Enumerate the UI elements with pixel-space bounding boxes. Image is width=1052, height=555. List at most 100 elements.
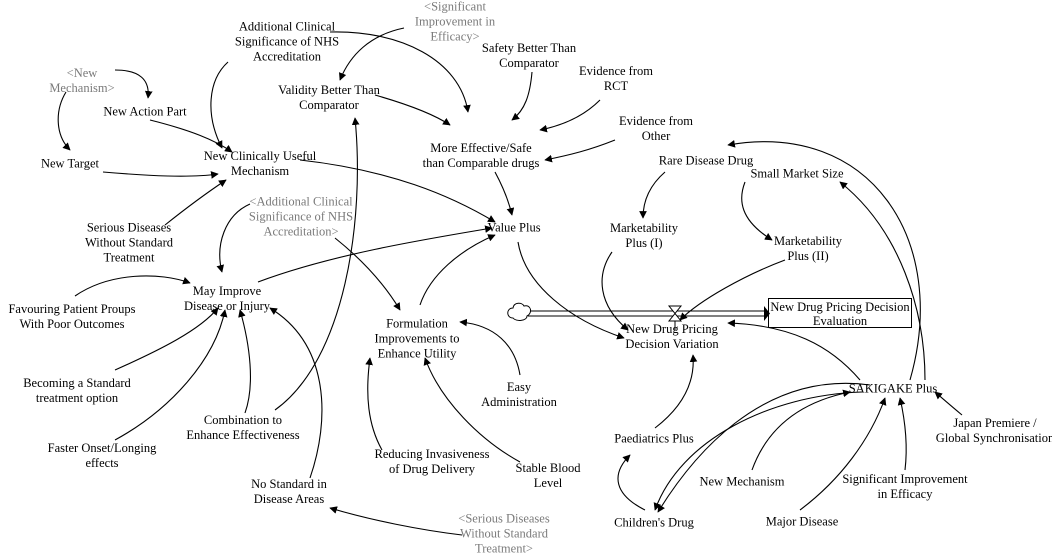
node-line: Enhance Utility [377, 346, 457, 361]
link-combination-to-validity [274, 117, 360, 411]
link-moreeffective-to-valueplus [494, 171, 515, 216]
node-no-standard-disease-areas: No Standard in Disease Areas [251, 477, 327, 507]
node-line: <Significant [424, 0, 486, 14]
link-sigimp-to-sakigake [897, 397, 907, 471]
node-validity-better: Validity Better Than Comparator [278, 83, 380, 113]
node-line: Evidence from [619, 114, 693, 128]
node-line: New Drug Pricing [626, 322, 718, 336]
node-additional-clinical-significance-shadow: <Additional Clinical Significance of NHS… [249, 195, 353, 240]
link-addclinshadow-to-mayimprove [216, 203, 251, 273]
node-line: Plus (II) [787, 249, 829, 263]
flow-pipe [507, 302, 770, 330]
cloud-icon [507, 302, 532, 321]
node-may-improve-disease: May Improve Disease or Injury [184, 284, 270, 314]
node-line: Validity Better Than [278, 83, 380, 97]
link-small-to-marketability2 [741, 181, 773, 241]
node-line: More Effective/Safe [430, 141, 532, 155]
node-line: Additional Clinical [238, 19, 336, 34]
link-newmech-to-sakigake [751, 389, 851, 471]
link-reducing-to-formulation [365, 357, 383, 451]
link-addclinshadow-to-formulation [334, 237, 401, 311]
node-line: New Clinically Useful [203, 149, 317, 163]
link-sakigake-to-small [839, 181, 926, 381]
node-line: Improvement in [414, 14, 496, 29]
node-line: Formulation [386, 316, 448, 331]
node-line: Becoming a Standard [23, 376, 131, 390]
node-line: Safety Better Than [481, 41, 577, 55]
link-sakigake-to-childrens [653, 391, 863, 511]
node-additional-clinical-significance: Additional Clinical Significance of NHS … [235, 20, 339, 65]
stock-new-drug-pricing-evaluation: New Drug Pricing Decision Evaluation [768, 298, 912, 328]
node-line: Marketability [609, 221, 679, 235]
node-paediatrics-plus: Paediatrics Plus [614, 432, 694, 447]
node-line: Marketability [773, 234, 843, 248]
link-major-to-sakigake [799, 397, 887, 511]
node-line: New Target [40, 156, 100, 171]
node-serious-diseases-shadow: <Serious Diseases Without Standard Treat… [458, 512, 549, 555]
node-major-disease: Major Disease [766, 515, 839, 530]
node-more-effective-safe: More Effective/Safe than Comparable drug… [423, 141, 540, 171]
node-line: in Efficacy [877, 487, 933, 501]
link-marketability1-to-variation [601, 251, 629, 331]
node-line: Mechanism [230, 164, 290, 178]
link-sigimpshadow-to-validity [339, 27, 405, 81]
link-addclin-to-clinuseful [210, 61, 229, 149]
link-easy-to-formulation [459, 318, 521, 376]
node-line: May Improve [192, 284, 262, 298]
link-seriousshadow-to-nostandard [329, 506, 463, 536]
node-line: Faster Onset/Longing [47, 441, 157, 455]
node-line: Administration [481, 395, 557, 409]
node-reducing-invasiveness: Reducing Invasiveness of Drug Delivery [375, 447, 490, 477]
node-line: <Additional Clinical [249, 194, 353, 209]
node-line: Paediatrics Plus [614, 431, 694, 446]
node-line: Major Disease [765, 514, 839, 529]
node-line: New Action Part [103, 104, 187, 119]
link-stable-to-formulation [423, 357, 521, 463]
node-line: Serious Diseases [86, 220, 172, 235]
link-safety-to-moreeffective [511, 71, 533, 121]
link-addclin-to-moreeffective [329, 31, 471, 113]
node-line: Other [641, 129, 671, 143]
node-line: Favouring Patient Proups [8, 302, 136, 316]
node-line: Plus (I) [625, 236, 663, 250]
node-line: Small Market Size [750, 166, 844, 181]
link-rare-to-marketability1 [639, 171, 666, 219]
node-line: RCT [603, 79, 629, 93]
node-line: Disease Areas [253, 492, 325, 506]
link-valueplus-to-variation [517, 241, 625, 340]
link-rct-to-moreeffective [539, 99, 601, 133]
node-line: Stable Blood [515, 461, 581, 475]
node-line: than Comparable drugs [422, 156, 540, 170]
link-validity-to-moreeffective [374, 94, 451, 126]
link-becoming-to-mayimprove [114, 307, 219, 371]
node-new-clinically-useful-mechanism: New Clinically Useful Mechanism [204, 149, 316, 179]
node-line: Reducing Invasiveness [374, 447, 490, 461]
node-line: Without Standard [84, 235, 174, 250]
node-line: of Drug Delivery [388, 462, 476, 476]
link-faster-to-mayimprove [114, 309, 228, 441]
node-line: Significance of NHS [248, 209, 354, 224]
node-evidence-rct: Evidence from RCT [579, 64, 653, 94]
node-line: Enhance Effectiveness [186, 428, 300, 442]
node-favouring-patient-groups: Favouring Patient Proups With Poor Outco… [8, 302, 135, 332]
node-sakigake-plus: SAKIGAKE Plus [849, 382, 938, 397]
link-newtarget-to-clinuseful [102, 171, 219, 179]
node-evidence-other: Evidence from Other [619, 114, 693, 144]
link-newmech-to-newaction [114, 69, 153, 99]
node-line: Level [533, 476, 563, 490]
link-other-to-moreeffective [544, 139, 616, 163]
node-line: Accreditation [252, 49, 322, 64]
node-value-plus: Value Plus [487, 221, 540, 236]
link-favouring-to-mayimprove [74, 275, 191, 297]
node-faster-onset: Faster Onset/Longing effects [48, 441, 157, 471]
link-marketability2-to-variation [679, 259, 786, 321]
node-line: Comparator [499, 56, 559, 70]
node-new-mechanism-shadow: <New Mechanism> [49, 66, 114, 96]
node-line: Efficacy> [430, 29, 480, 44]
node-combination-effectiveness: Combination to Enhance Effectiveness [186, 413, 299, 443]
node-line: SAKIGAKE Plus [848, 381, 938, 396]
node-line: treatment option [35, 391, 119, 405]
link-combination-to-mayimprove [238, 309, 251, 414]
